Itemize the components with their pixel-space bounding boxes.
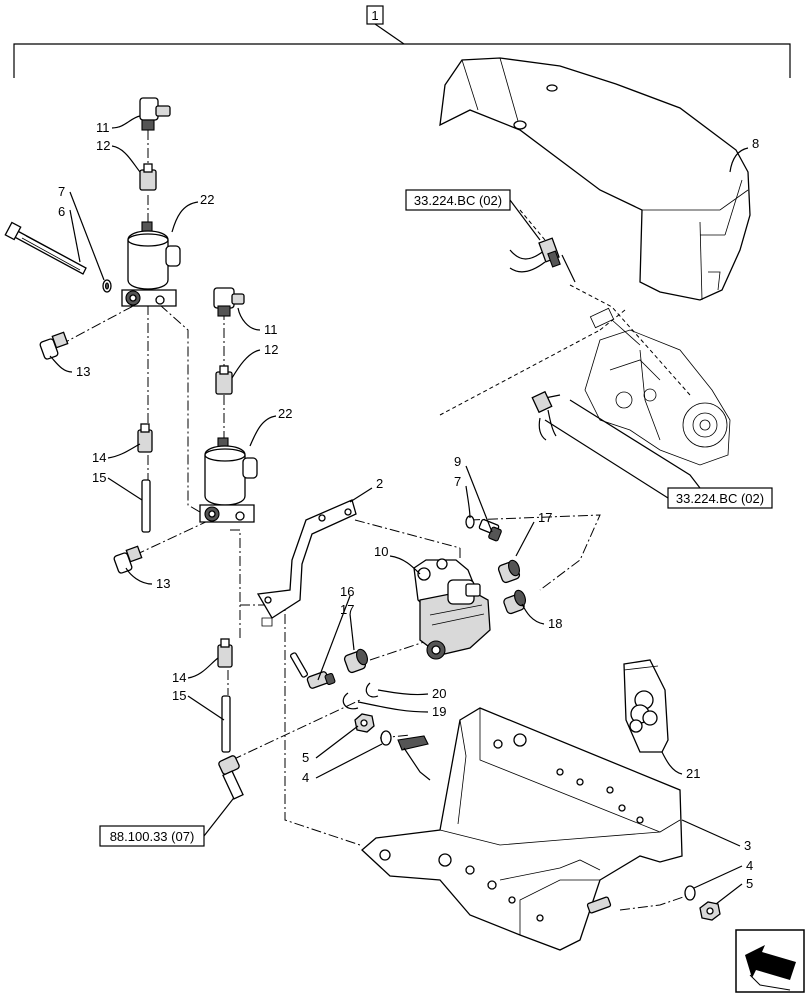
callout-15-top: 15	[92, 470, 106, 485]
callout-numbers: 11 12 7 6 22 13 11 12 22 14 15 13 14 15 …	[58, 120, 759, 891]
callout-19: 19	[432, 704, 446, 719]
callout-13-bottom: 13	[156, 576, 170, 591]
part-21-seal-kit	[623, 659, 669, 753]
callout-17-right: 17	[538, 510, 552, 525]
reference-top[interactable]: 33.224.BC (02)	[405, 189, 541, 241]
part-2-bracket	[256, 499, 357, 627]
callout-14-bottom: 14	[172, 670, 186, 685]
part-8-cover	[439, 57, 751, 301]
callout-22-top: 22	[200, 192, 214, 207]
part-17-plug-b	[343, 648, 368, 674]
assembly-center-lines	[59, 130, 696, 911]
reference-bottom[interactable]: 88.100.33 (07)	[99, 789, 241, 847]
sensor-connector	[509, 237, 576, 283]
part-12-adapter-top	[139, 163, 157, 191]
part-13-elbow-b	[113, 545, 143, 574]
reference-right-label: 33.224.BC (02)	[676, 491, 764, 506]
part-17-plug-a	[497, 559, 521, 584]
callout-22-mid: 22	[278, 406, 292, 421]
part-22-solenoid-top	[121, 221, 181, 307]
part-18-plug	[503, 589, 526, 615]
reference-top-label: 33.224.BC (02)	[414, 193, 502, 208]
assembly-number: 1	[371, 8, 378, 23]
leader-lines	[49, 115, 749, 905]
part-7-washer-a	[102, 279, 112, 293]
part-10-valve-block	[413, 558, 491, 660]
callout-10: 10	[374, 544, 388, 559]
callout-20: 20	[432, 686, 446, 701]
assembly-bracket: 1	[13, 5, 791, 78]
part-14-fitting-a	[137, 423, 153, 453]
callout-2: 2	[376, 476, 383, 491]
callout-4-right: 4	[746, 858, 753, 873]
callout-21: 21	[686, 766, 700, 781]
part-19-ring	[342, 692, 359, 710]
callout-6: 6	[58, 204, 65, 219]
callout-4-left: 4	[302, 770, 309, 785]
part-14-fitting-b	[217, 638, 233, 668]
part-5-nut-a	[354, 713, 375, 733]
harness-clip	[397, 735, 431, 781]
part-12-adapter-mid	[215, 365, 233, 395]
callout-3: 3	[744, 838, 751, 853]
part-9-bolt	[478, 518, 502, 542]
part-4-washer-b	[684, 885, 696, 901]
callout-5-left: 5	[302, 750, 309, 765]
part-5-nut-b	[699, 901, 721, 921]
reference-bottom-label: 88.100.33 (07)	[110, 829, 195, 844]
part-22-solenoid-mid	[199, 437, 258, 523]
callout-12-top: 12	[96, 138, 110, 153]
pipe-fitting-bottom	[218, 755, 244, 800]
part-15-tube-b	[221, 695, 231, 753]
callout-14-top: 14	[92, 450, 106, 465]
callout-7-left: 7	[58, 184, 65, 199]
callout-9: 9	[454, 454, 461, 469]
callout-16: 16	[340, 584, 354, 599]
callout-13-top: 13	[76, 364, 90, 379]
part-13-elbow-a	[39, 331, 69, 360]
part-4-washer-a	[380, 730, 392, 746]
callout-18: 18	[548, 616, 562, 631]
callout-15-bottom: 15	[172, 688, 186, 703]
arrow-navigation-icon[interactable]	[735, 929, 805, 993]
part-11-elbow-top	[139, 97, 171, 131]
part-16-sensor	[289, 652, 336, 689]
pump-phantom	[439, 209, 731, 466]
callout-5-right: 5	[746, 876, 753, 891]
part-3-frame	[361, 707, 683, 951]
callout-12-mid: 12	[264, 342, 278, 357]
part-20-ring	[365, 682, 379, 698]
part-11-elbow-mid	[213, 287, 245, 317]
callout-11-mid: 11	[264, 322, 278, 337]
part-15-tube-a	[141, 479, 151, 533]
callout-7-right: 7	[454, 474, 461, 489]
part-6-bolt	[4, 221, 87, 275]
callout-11-top: 11	[96, 120, 110, 135]
reference-right[interactable]: 33.224.BC (02)	[544, 399, 773, 509]
callout-8: 8	[752, 136, 759, 151]
callout-17-left: 17	[340, 602, 354, 617]
